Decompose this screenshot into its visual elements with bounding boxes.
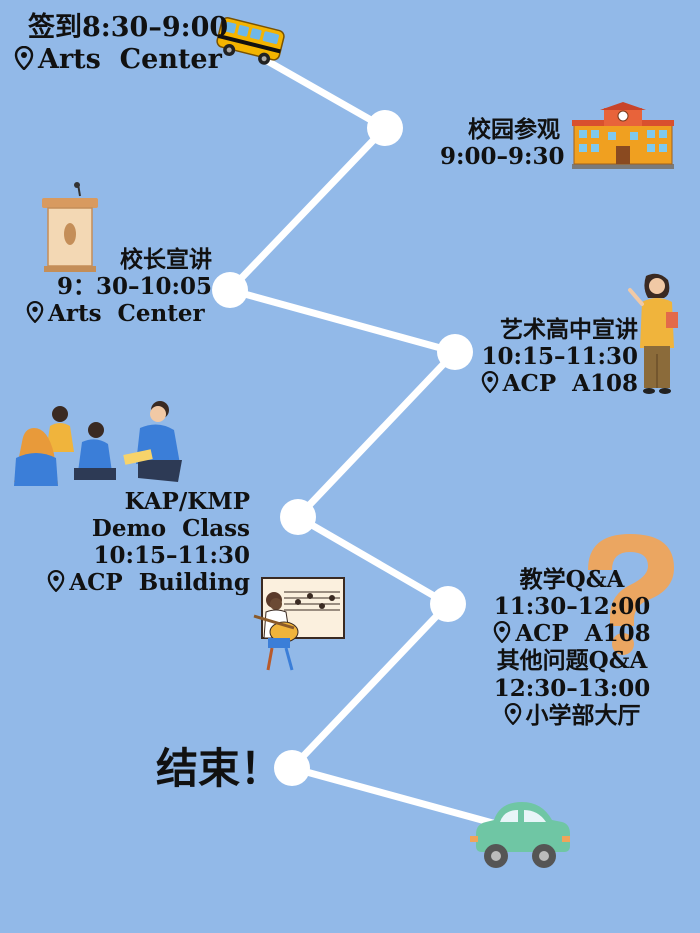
timeline-node-tour [367,110,403,146]
location-pin-icon [47,570,65,593]
arts-high-time: 10:15–11:30 [481,343,638,371]
timeline-node-principal [212,272,248,308]
other-qa-title: 其他问题Q&A [496,647,648,675]
location-pin-icon [481,371,498,394]
class-group-icon [14,401,182,486]
teaching-qa-title: 教学Q&A [519,566,625,593]
timeline-node-end [274,750,310,786]
school-building-icon [572,102,674,169]
teacher-icon [628,273,678,394]
principal-location: Arts Center [48,300,205,328]
other-qa-time: 12:30–13:00 [493,674,651,702]
question-mark-icon [588,534,674,655]
demo-time: 10:15–11:30 [93,542,250,570]
podium-icon [42,182,98,272]
stop-qa: 教学Q&A 11:30–12:00 ACP A108 其他问题Q&A 12:30… [480,566,664,729]
checkin-location: Arts Center [38,43,222,75]
checkin-title: 签到8:30–9:00 [28,12,229,43]
location-pin-icon [26,301,44,324]
other-qa-location: 小学部大厅 [525,701,641,729]
demo-title-line2: Demo Class [91,515,250,543]
stop-checkin: 签到8:30–9:00 Arts Center [14,12,229,76]
stop-tour: 校园参观 9:00–9:30 [440,116,565,171]
stop-demo: KAP/KMP Demo Class 10:15–11:30 ACP Build… [40,488,250,597]
arts-high-location: ACP A108 [502,370,638,398]
arts-high-title: 艺术高中宣讲 [500,316,638,343]
school-bus-icon [216,17,285,65]
timeline-node-qa [430,586,466,622]
car-icon [470,802,570,868]
music-guitar-icon [253,577,345,671]
stop-principal: 校长宣讲 9：30–10:05 Arts Center [26,246,212,327]
stop-arts-high: 艺术高中宣讲 10:15–11:30 ACP A108 [470,316,638,397]
teaching-qa-time: 11:30–12:00 [493,593,651,621]
location-pin-icon [494,621,511,644]
timeline-node-demo [280,499,316,535]
principal-time: 9：30–10:05 [56,273,212,301]
timeline-node-arts-high [437,334,473,370]
location-pin-icon [504,702,521,725]
tour-title: 校园参观 [468,116,560,143]
demo-title-line1: KAP/KMP [124,488,250,515]
demo-location: ACP Building [69,569,250,597]
end-label: 结束！ [156,744,283,793]
teaching-qa-location: ACP A108 [515,620,651,648]
principal-title: 校长宣讲 [120,246,212,273]
tour-time: 9:00–9:30 [440,143,565,171]
location-pin-icon [14,45,34,70]
